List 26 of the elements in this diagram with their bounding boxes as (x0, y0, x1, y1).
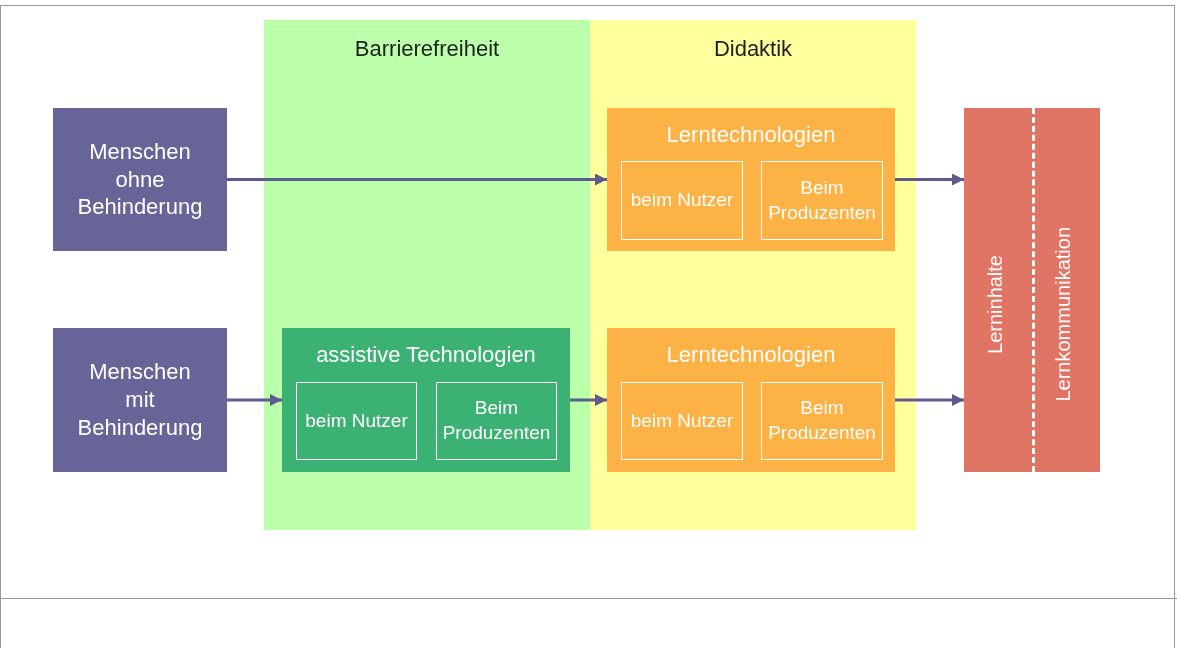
group-title: assistive Technologien (315, 342, 537, 368)
band-title: Didaktik (712, 36, 794, 62)
vertical-label: Lerninhalte (984, 255, 1007, 354)
group-title: Lerntechnologien (665, 342, 837, 368)
user-group-box: Menschen ohne Behinderung (53, 108, 227, 251)
sub-box: Beim Produzenten (436, 382, 557, 460)
group-box (282, 328, 570, 472)
group-box (607, 328, 895, 472)
group-box (607, 108, 895, 251)
content-box (964, 108, 1100, 472)
vertical-label: Lernkommunikation (1052, 227, 1075, 402)
arrow (895, 173, 964, 186)
sub-box: Beim Produzenten (761, 161, 883, 240)
sub-box: beim Nutzer (621, 382, 743, 460)
arrow (570, 394, 607, 406)
band-title: Barrierefreiheit (353, 36, 501, 62)
sub-box: Beim Produzenten (761, 382, 883, 460)
group-title: Lerntechnologien (665, 122, 837, 148)
sub-box: beim Nutzer (621, 161, 743, 240)
sub-box: beim Nutzer (296, 382, 417, 460)
column-band (264, 20, 590, 530)
arrow (227, 173, 607, 186)
arrow (895, 394, 964, 406)
user-group-box: Menschen mit Behinderung (53, 328, 227, 472)
column-band (590, 20, 916, 530)
arrow (227, 394, 282, 406)
